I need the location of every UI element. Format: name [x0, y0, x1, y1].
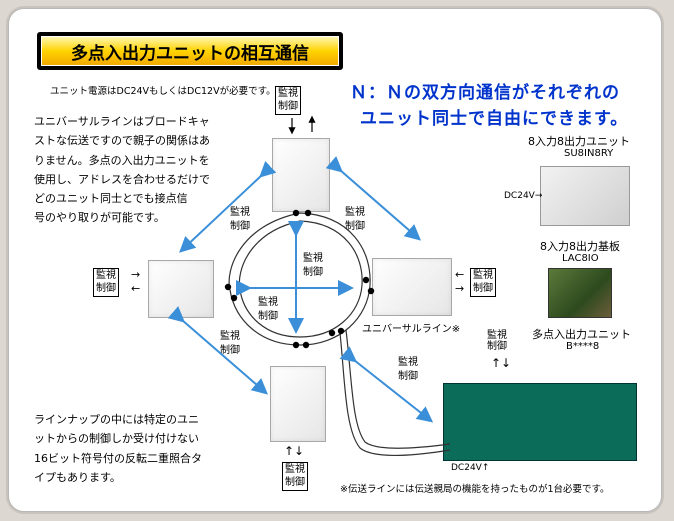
unit-right	[372, 258, 452, 316]
label-arrow-br: 監視制御	[398, 357, 418, 382]
description-bottom: ラインナップの中には特定のユニ ットからの制御しか受け付けない 16ビット符号付…	[34, 413, 202, 484]
arrow-left-unit-2: ←	[131, 282, 141, 295]
label-arrow-tl: 監視制御	[230, 207, 250, 232]
dc24v-arrow: DC24V→	[504, 191, 543, 201]
arrow-bottom-unit: ↑↓	[284, 444, 305, 458]
headline-line-2: ユニット同士で自由にできます。	[360, 109, 629, 129]
label-arrow-center-v: 監視制御	[303, 253, 323, 278]
power-note: ユニット電源はDC24VもしくはDC12Vが必要です。	[50, 86, 276, 97]
product1-model: SU8IN8RY	[564, 148, 614, 159]
arrow-right-unit: ←	[455, 268, 465, 281]
unit-bottom	[270, 366, 326, 442]
headline-line-1: Ｎ：Ｎの双方向通信がそれぞれの	[350, 83, 620, 103]
dc24v-up: DC24V↑	[451, 463, 490, 473]
arrow-left-unit: →	[131, 268, 141, 281]
label-monitor-right: 監視制御	[470, 268, 496, 297]
universal-line-ring	[228, 212, 371, 346]
product2-model: LAC8IO	[562, 253, 599, 264]
description-left: ユニバーサルラインはブロードキャ ストな伝送ですので親子の関係はあ りません。多…	[34, 115, 210, 225]
product-photo-multipoint	[443, 383, 637, 461]
label-monitor-bottom: 監視制御	[282, 462, 308, 491]
universal-line-label: ユニバーサルライン※	[362, 324, 461, 335]
junction-dots	[224, 209, 375, 349]
label-board-vertical: 監視制御	[487, 330, 507, 352]
title-banner: 多点入出力ユニットの相互通信	[37, 32, 343, 70]
label-monitor-left: 監視制御	[93, 268, 119, 297]
label-arrow-center-h: 監視制御	[258, 297, 278, 322]
product3-name: 多点入出力ユニット	[532, 328, 631, 341]
page-title: 多点入出力ユニットの相互通信	[41, 36, 339, 66]
product-photo-lac8io	[548, 268, 612, 318]
product3-model: B****8	[566, 341, 600, 352]
product-photo-su8in8ry	[540, 166, 630, 226]
label-arrow-tr: 監視制御	[345, 207, 365, 232]
product2-name: 8入力8出力基板	[540, 240, 620, 253]
label-monitor-top: 監視制御	[275, 86, 301, 115]
arrow-right-unit-2: →	[455, 282, 465, 295]
product1-name: 8入力8出力ユニット	[528, 135, 630, 148]
label-arrow-bl: 監視制御	[220, 331, 240, 356]
footnote: ※伝送ラインには伝送親局の機能を持ったものが1台必要です。	[340, 484, 610, 495]
communication-arrows	[167, 156, 434, 423]
arrow-board: ↑↓	[491, 356, 512, 370]
